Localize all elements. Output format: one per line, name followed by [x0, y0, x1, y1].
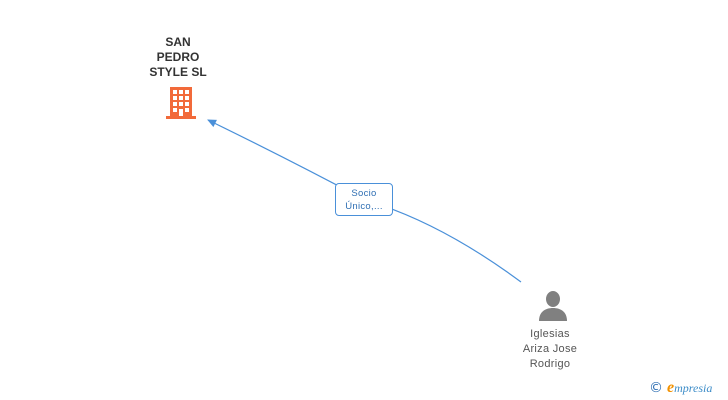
- relationship-label-line: Socio: [351, 188, 377, 199]
- company-name-line: SAN: [165, 35, 191, 49]
- person-name-line: Rodrigo: [529, 358, 571, 370]
- building-icon[interactable]: [164, 86, 198, 120]
- company-name[interactable]: SAN PEDRO STYLE SL: [118, 35, 238, 80]
- person-name-line: Iglesias: [530, 328, 570, 340]
- brand-name: mpresia: [674, 380, 713, 395]
- person-name[interactable]: Iglesias Ariza Jose Rodrigo: [490, 327, 610, 372]
- empresia-watermark: © e mpresia: [649, 379, 712, 397]
- company-name-line: STYLE SL: [149, 65, 207, 79]
- person-name-line: Ariza Jose: [522, 343, 578, 355]
- person-icon[interactable]: [536, 289, 570, 323]
- relationship-label[interactable]: Socio Único,...: [335, 183, 393, 216]
- brand-initial: e: [667, 379, 675, 396]
- company-name-line: PEDRO: [156, 50, 200, 64]
- relationship-label-line: Único,...: [345, 201, 383, 212]
- copyright-icon: ©: [649, 380, 663, 396]
